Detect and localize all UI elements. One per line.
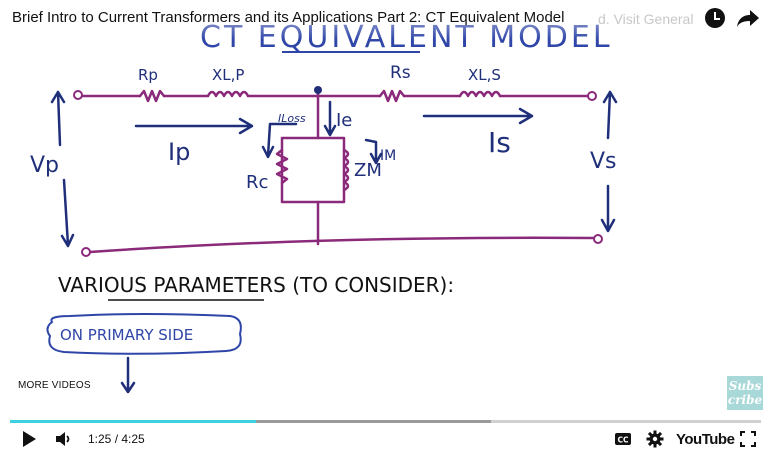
- progress-bar[interactable]: [10, 420, 761, 423]
- terminal-bottom-left: [81, 247, 91, 257]
- rp-resistor: [138, 89, 166, 103]
- subscribe-badge[interactable]: Subs cribe: [727, 376, 763, 410]
- closed-captions-button[interactable]: CC: [614, 430, 632, 448]
- parameters-heading: VARIOUS PARAMETERS (TO CONSIDER):: [58, 273, 454, 297]
- label-ip: Ip: [168, 138, 190, 166]
- shunt-box: [280, 136, 346, 204]
- vp-arrow-up: [50, 90, 66, 147]
- bottom-wire: [88, 236, 596, 254]
- volume-button[interactable]: [54, 430, 74, 448]
- xls-inductor: [458, 90, 502, 98]
- share-arrow-icon[interactable]: [736, 8, 760, 28]
- ip-arrow: [134, 117, 254, 135]
- clock-icon[interactable]: [705, 8, 725, 28]
- junction-node: [314, 86, 322, 94]
- rs-resistor: [378, 89, 406, 103]
- player-controls: 1:25 / 4:25 CC YouTube: [0, 418, 771, 453]
- primary-side-arrow: [120, 356, 136, 394]
- vp-arrow-down: [60, 178, 75, 248]
- progress-played: [10, 420, 256, 423]
- settings-button[interactable]: [646, 430, 664, 448]
- play-icon: [23, 431, 36, 447]
- video-title-bar: Brief Intro to Current Transformers and …: [0, 0, 771, 40]
- label-vs: Vs: [590, 149, 617, 174]
- label-zm: ZM: [354, 160, 382, 181]
- ie-arrow: [323, 100, 337, 137]
- more-videos-button[interactable]: MORE VIDEOS: [18, 380, 91, 391]
- time-display: 1:25 / 4:25: [88, 432, 145, 446]
- svg-text:CC: CC: [617, 436, 629, 445]
- terminal-top-left: [73, 90, 83, 100]
- xlp-inductor: [206, 90, 250, 98]
- title-overlay-fragment: d. Visit General: [598, 11, 694, 27]
- label-im: IM: [380, 148, 396, 164]
- terminal-top-right: [587, 91, 597, 101]
- label-ie: Ie: [336, 110, 352, 131]
- volume-icon: [56, 432, 70, 446]
- subscribe-line-1: Subs: [728, 379, 762, 393]
- label-iloss: ILoss: [278, 112, 306, 125]
- primary-side-cloud: [46, 313, 242, 355]
- iloss-arrow: [261, 122, 298, 159]
- label-vp: Vp: [30, 153, 59, 178]
- im-arrow: [364, 138, 383, 165]
- label-xlp: XL,P: [212, 66, 244, 84]
- is-arrow: [422, 107, 534, 125]
- subscribe-line-2: cribe: [727, 393, 763, 407]
- label-xls: XL,S: [468, 66, 501, 84]
- vs-arrow-up: [602, 90, 618, 140]
- fullscreen-button[interactable]: [740, 430, 756, 448]
- youtube-logo[interactable]: YouTube: [676, 431, 735, 448]
- primary-side-label: ON PRIMARY SIDE: [60, 326, 193, 344]
- whiteboard-drawing: CT EQUIVALENT MODEL: [30, 20, 618, 394]
- play-button[interactable]: [20, 430, 38, 448]
- vs-arrow-down: [600, 184, 616, 233]
- video-title[interactable]: Brief Intro to Current Transformers and …: [12, 9, 565, 26]
- gear-icon: [646, 430, 664, 448]
- zm-inductor: [342, 148, 350, 192]
- label-rp: Rp: [138, 66, 158, 84]
- label-is: Is: [488, 126, 511, 159]
- terminal-bottom-right: [593, 234, 603, 244]
- label-rs: Rs: [390, 63, 411, 83]
- fullscreen-icon: [740, 431, 756, 447]
- label-rc: Rc: [246, 172, 268, 193]
- closed-captions-icon: CC: [615, 433, 631, 445]
- rc-resistor: [275, 148, 289, 185]
